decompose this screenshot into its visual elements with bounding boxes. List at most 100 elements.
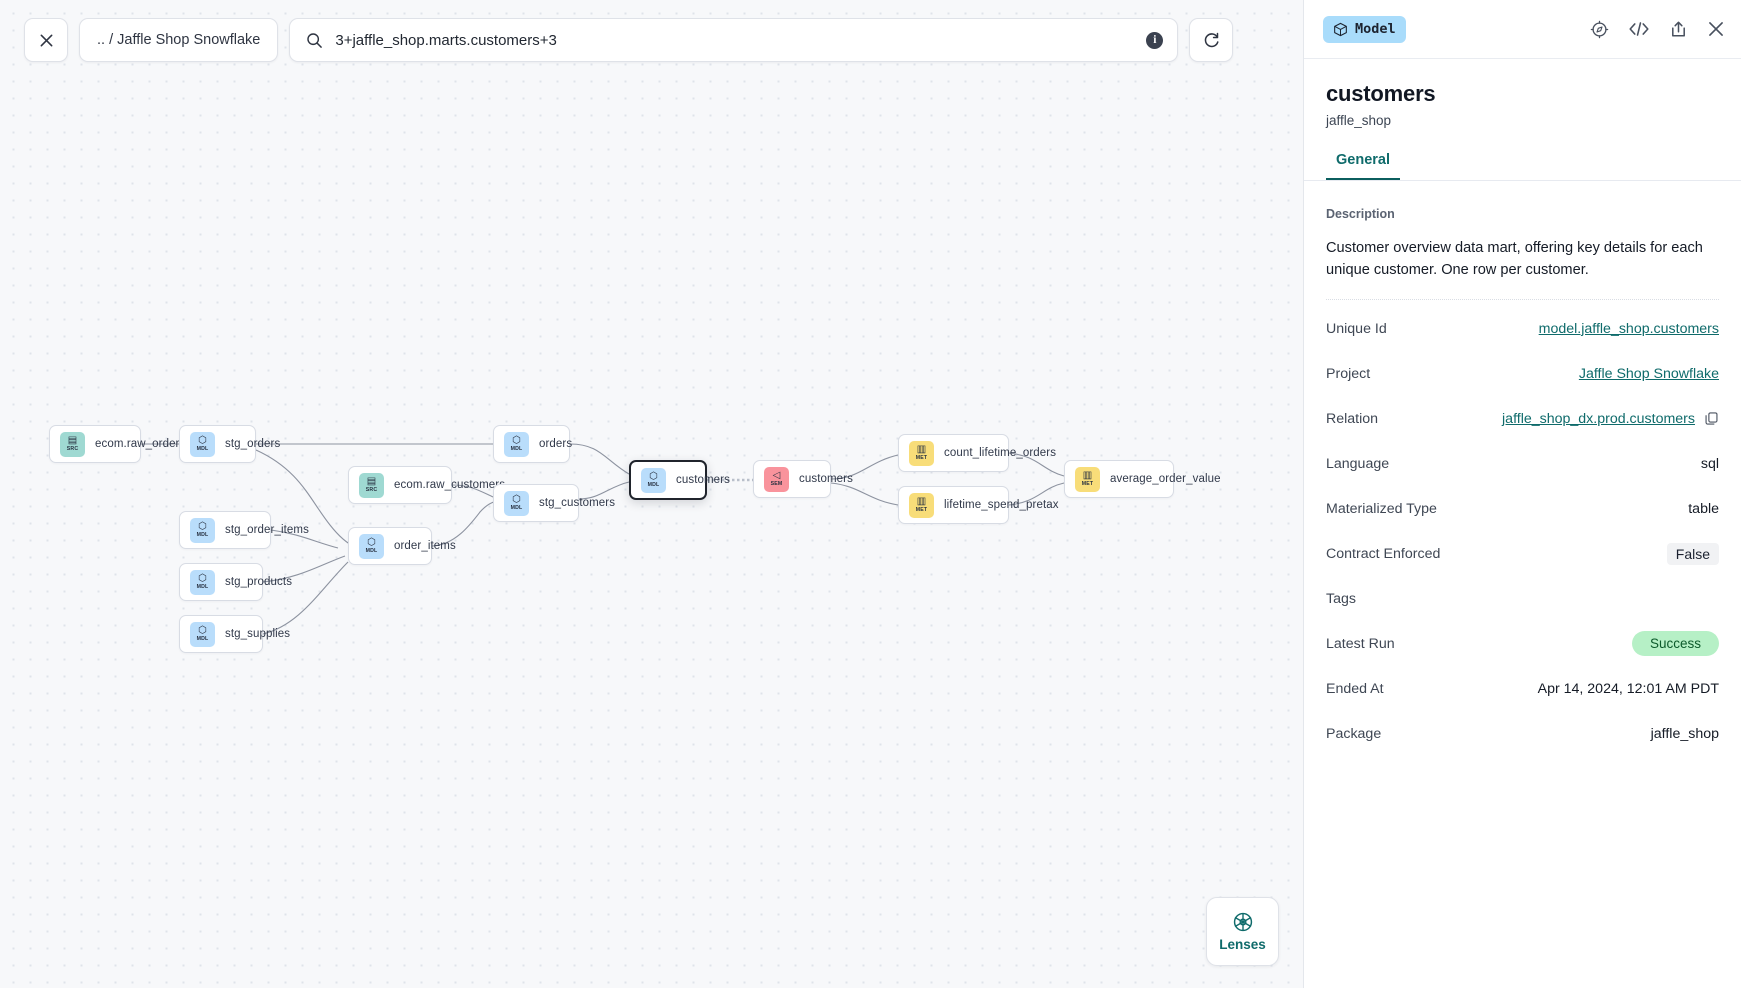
field-row: Relation jaffle_shop_dx.prod.customers [1326,402,1719,435]
field-value[interactable]: Jaffle Shop Snowflake [1579,366,1719,382]
panel-tabs: General [1304,152,1741,181]
node-label: stg_supplies [225,628,291,640]
field-row: Project Jaffle Shop Snowflake [1326,357,1719,390]
field-row: Tags [1326,582,1719,615]
node-label: customers [676,474,730,486]
node-label: order_items [394,540,456,552]
lineage-node-lifetime_spend_pretax[interactable]: ▥MET lifetime_spend_pretax [898,486,1059,524]
mdl-badge-icon: ⬡MDL [190,621,215,647]
breadcrumb[interactable]: .. / Jaffle Shop Snowflake [79,18,279,62]
src-badge-icon: ▤SRC [359,472,384,498]
lineage-node-ecom_raw_orders[interactable]: ▤SRC ecom.raw_orders [49,425,185,463]
node-label: orders [539,438,573,450]
field-value: Apr 14, 2024, 12:01 AM PDT [1538,681,1719,697]
close-icon [40,34,52,46]
field-key: Relation [1326,410,1379,427]
share-icon[interactable] [1669,20,1688,39]
description-text: Customer overview data mart, offering ke… [1326,240,1703,279]
value-chip: False [1666,542,1719,565]
page-title: customers [1326,81,1436,106]
field-row: Unique Id model.jaffle_shop.customers [1326,312,1719,345]
node-label: stg_products [225,576,293,588]
panel-subtitle: jaffle_shop [1326,113,1392,128]
panel-toolbar: Model [1304,0,1741,59]
lineage-canvas[interactable]: .. / Jaffle Shop Snowflake i ▤SRC ecom.ra… [0,0,1303,988]
tab-general[interactable]: General [1326,152,1400,180]
field-key: Tags [1326,590,1356,607]
details-panel: Model [1303,0,1741,988]
resource-type-label: Model [1355,21,1396,37]
node-label: count_lifetime_orders [944,447,1057,459]
compass-icon[interactable] [1590,20,1609,39]
canvas-toolbar: .. / Jaffle Shop Snowflake i [24,18,1234,62]
field-key: Ended At [1326,680,1384,697]
field-link[interactable]: model.jaffle_shop.customers [1538,320,1719,337]
node-label: average_order_value [1110,473,1221,485]
lineage-node-ecom_raw_customers[interactable]: ▤SRC ecom.raw_customers [348,466,505,504]
field-key: Project [1326,365,1371,382]
field-link[interactable]: Jaffle Shop Snowflake [1578,365,1719,382]
refresh-button[interactable] [1189,18,1234,62]
mdl-badge-icon: ⬡MDL [641,467,666,493]
aperture-icon [1233,912,1252,932]
panel-header: customers jaffle_shop [1304,59,1741,128]
src-badge-icon: ▤SRC [60,431,85,457]
lineage-search-box[interactable]: i [289,18,1179,62]
field-key: Unique Id [1326,320,1387,337]
field-text: Apr 14, 2024, 12:01 AM PDT [1537,680,1719,697]
lineage-node-customers_model[interactable]: ⬡MDL customers [629,460,730,500]
refresh-icon [1204,32,1219,47]
field-value: jaffle_shop [1651,726,1719,742]
code-icon[interactable] [1628,20,1650,38]
field-key: Materialized Type [1326,500,1437,517]
status-badge[interactable]: Success [1631,631,1719,657]
lenses-button[interactable]: Lenses [1206,897,1279,966]
lineage-node-stg_supplies[interactable]: ⬡MDL stg_supplies [179,615,290,653]
node-label: stg_orders [225,438,281,450]
copy-icon[interactable] [1704,411,1719,426]
node-label: ecom.raw_orders [95,438,186,450]
node-label: stg_order_items [225,524,309,536]
met-badge-icon: ▥MET [1075,466,1100,492]
field-value[interactable]: jaffle_shop_dx.prod.customers [1502,411,1719,427]
close-lineage-button[interactable] [24,18,68,62]
panel-actions [1590,20,1725,39]
node-label: stg_customers [539,497,616,509]
info-icon[interactable]: i [1146,31,1164,49]
field-text: sql [1700,455,1719,472]
sem-badge-icon: ◁SEM [764,466,789,492]
close-panel-icon[interactable] [1707,20,1725,38]
cube-icon [1334,22,1347,36]
lineage-node-orders[interactable]: ⬡MDL orders [493,425,573,463]
node-label: ecom.raw_customers [394,479,506,491]
lineage-node-order_items[interactable]: ⬡MDL order_items [348,527,456,565]
field-text: table [1688,500,1719,517]
mdl-badge-icon: ⬡MDL [359,533,384,559]
field-row: Ended At Apr 14, 2024, 12:01 AM PDT [1326,672,1719,705]
field-value[interactable]: Success [1631,631,1719,657]
lineage-node-stg_customers[interactable]: ⬡MDL stg_customers [493,484,615,522]
lineage-node-average_order_value[interactable]: ▥MET average_order_value [1064,460,1220,498]
mdl-badge-icon: ⬡MDL [504,431,529,457]
mdl-badge-icon: ⬡MDL [504,490,529,516]
field-value[interactable]: False [1666,542,1719,565]
field-value[interactable]: model.jaffle_shop.customers [1539,321,1719,337]
resource-type-chip[interactable]: Model [1323,15,1406,43]
node-label: lifetime_spend_pretax [944,499,1059,511]
field-key: Language [1326,455,1390,472]
field-link[interactable]: jaffle_shop_dx.prod.customers [1502,410,1695,427]
field-row: Language sql [1326,447,1719,480]
met-badge-icon: ▥MET [909,492,934,518]
search-input[interactable] [335,31,1135,49]
